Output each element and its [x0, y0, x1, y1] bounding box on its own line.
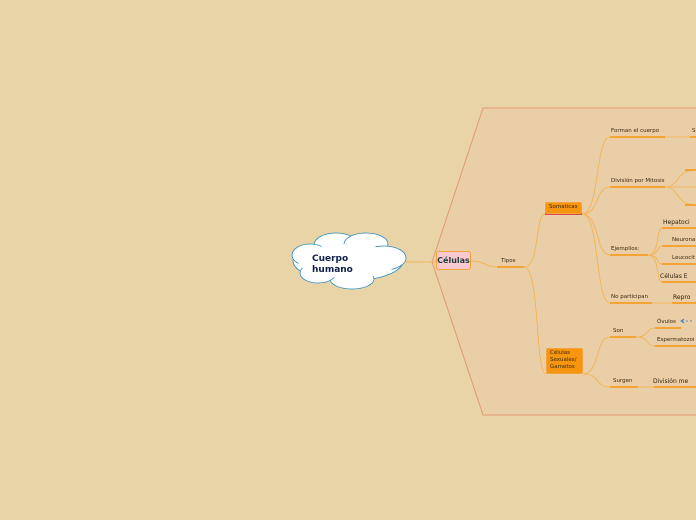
branch-no-participan[interactable]: No participan: [611, 294, 648, 300]
leaf-division-meiosis[interactable]: División me: [653, 378, 689, 385]
branch-surgen[interactable]: Surgen: [613, 378, 633, 384]
boundary: [431, 107, 696, 416]
topic-tipos[interactable]: Tipos: [501, 258, 516, 264]
leaf-hepatocitos[interactable]: Hepatoci: [663, 219, 690, 226]
leaf[interactable]: Neurona: [672, 237, 696, 243]
leaf[interactable]: S: [692, 128, 696, 134]
branch-forman[interactable]: Forman el cuerpo: [611, 128, 660, 134]
branch-son[interactable]: Son: [613, 328, 624, 334]
topic-somaticas[interactable]: Somaticas: [545, 202, 582, 214]
topic-celulas-sexuales[interactable]: Células Sexuales/ Gametos: [546, 348, 583, 374]
leaf-reproduccion[interactable]: Repro: [673, 294, 691, 301]
leaf[interactable]: Leucocit: [672, 255, 695, 261]
branch-ejemplios[interactable]: Ejemplios:: [611, 246, 640, 252]
root-topic[interactable]: Cuerpo humano: [312, 254, 353, 275]
leaf-ovulos[interactable]: Óvulos: [657, 319, 676, 325]
leaf-espermatozoides[interactable]: Espermatozoi: [657, 337, 695, 343]
main-topic-celulas[interactable]: Células: [436, 251, 471, 270]
branch-division-mitosis[interactable]: División por Mitosis: [611, 178, 665, 184]
dashed-link-arrow: [680, 318, 694, 324]
leaf-celulas-e[interactable]: Células E: [660, 273, 688, 280]
